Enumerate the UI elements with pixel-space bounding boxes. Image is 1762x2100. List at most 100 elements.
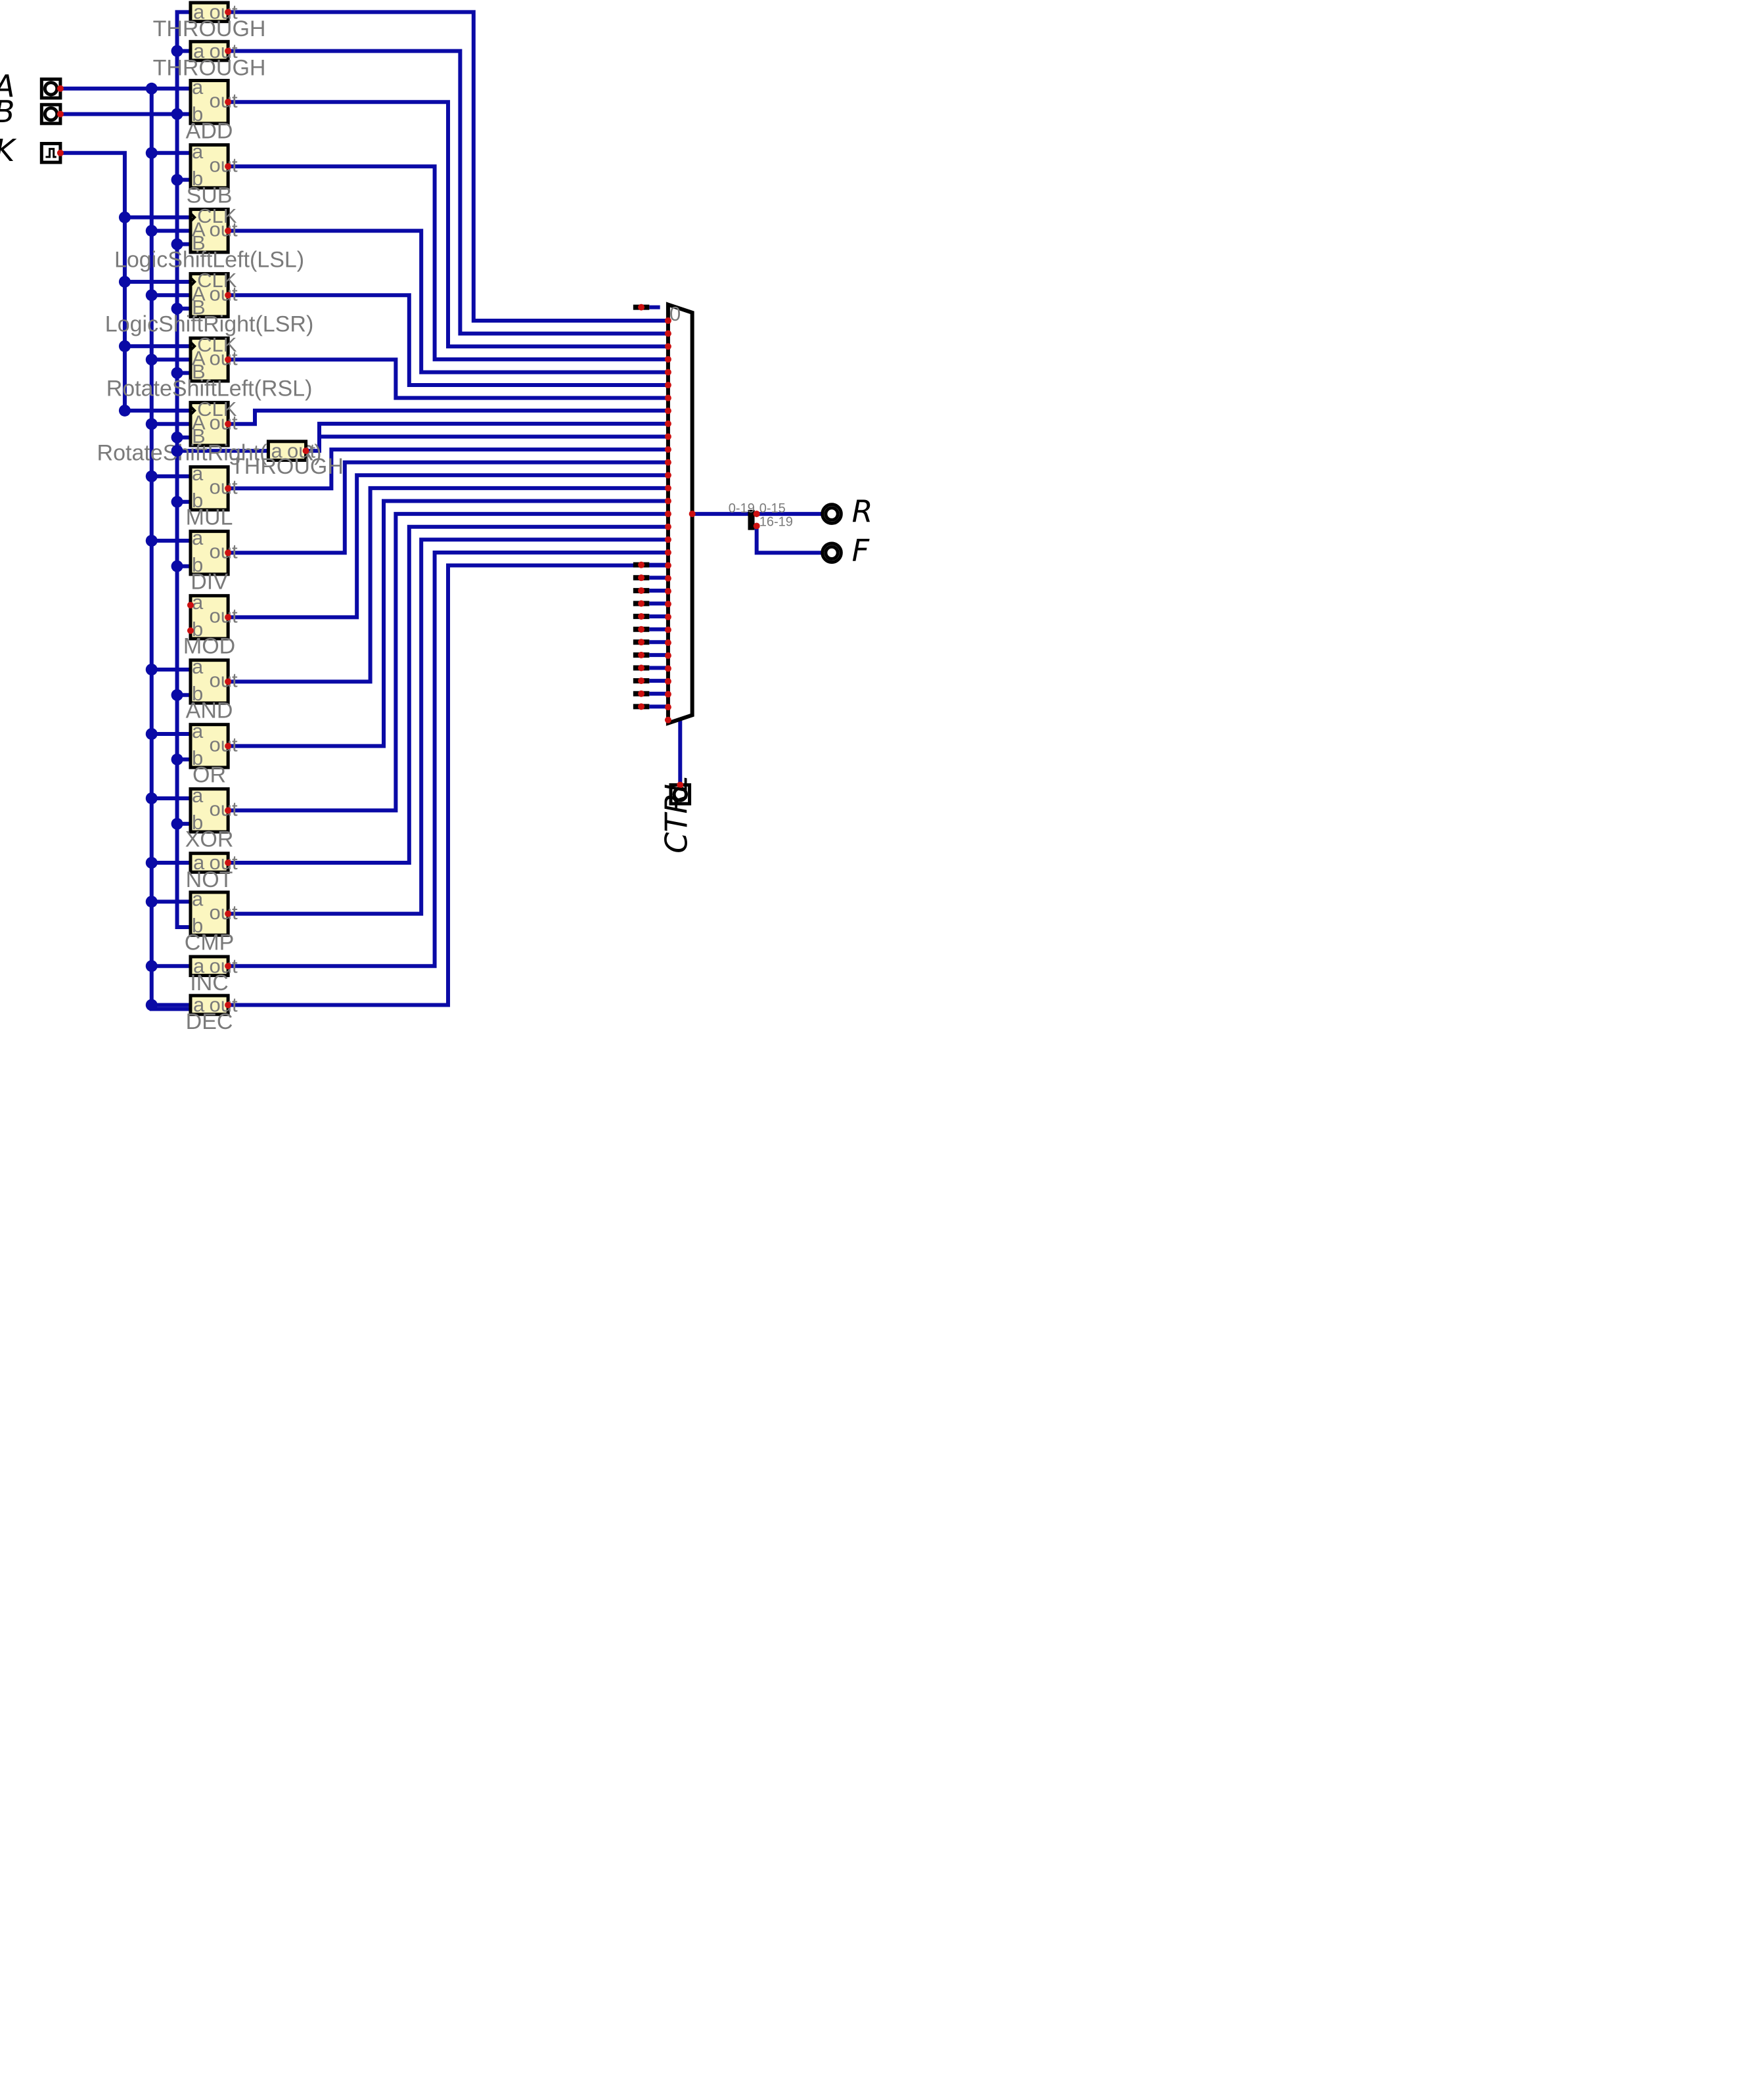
component-label: LogicShiftRight(LSR) (105, 311, 313, 336)
pin-dot (225, 614, 232, 621)
pin-dot (225, 742, 232, 750)
mux-body[interactable] (666, 302, 694, 726)
pin-label-a: a (193, 993, 205, 1016)
component-body (189, 723, 230, 769)
pin-dot (664, 446, 671, 453)
junction-dot (171, 302, 183, 315)
input-a[interactable]: A (0, 68, 64, 104)
wire-a-bus (149, 88, 191, 1011)
clock-marker (189, 341, 196, 352)
pin-label-b: b (192, 167, 203, 190)
pin-label-b: b (192, 811, 203, 834)
pin-dot (638, 703, 645, 710)
junction-dot (145, 534, 158, 547)
junction-dot (145, 960, 158, 972)
pin-label-B: B (192, 231, 206, 254)
pin-dot (664, 472, 671, 479)
junctions (118, 45, 183, 1011)
splitter-label-out-low: 0-15 (759, 501, 786, 516)
component-label: RotateShiftLeft(RSL) (106, 376, 313, 401)
pin-label-b: b (192, 489, 203, 512)
wires (60, 10, 823, 1011)
junction-dot (118, 211, 131, 223)
component-label: MOD (183, 633, 235, 658)
clock-marker (189, 212, 196, 223)
wire-out-add (228, 100, 668, 349)
junction-dot (171, 495, 183, 508)
input-circle-icon (43, 81, 59, 97)
junction-dot (171, 108, 183, 120)
input-ctrl[interactable]: CTRL (659, 776, 694, 854)
input-circle-icon (43, 106, 59, 122)
component-label: MUL (186, 505, 233, 530)
pin-label-A: A (192, 282, 206, 305)
pin-dot (664, 369, 671, 376)
pin-label-b: b (192, 682, 203, 705)
pin-label-out: out (287, 439, 315, 462)
pin-dot (638, 561, 645, 568)
pin-dot (664, 420, 671, 427)
pin-dot (664, 601, 671, 608)
pin-dot (225, 47, 232, 55)
pin-dot (638, 651, 645, 658)
pin-label-out: out (210, 669, 238, 692)
wire-out-cmp (228, 537, 668, 916)
pin-label-A: A (192, 411, 206, 434)
pin-dot (56, 110, 64, 118)
pin-dot (753, 522, 760, 530)
input-clk[interactable]: CLK (0, 133, 64, 168)
pin-label-a: a (271, 439, 282, 462)
pin-label-a: a (193, 954, 205, 977)
pin-label-B: B (192, 296, 206, 319)
pin-label-clk: CLK (197, 269, 237, 292)
pin-dot (664, 355, 671, 363)
pin-dot (225, 292, 232, 299)
pin-label-out: out (210, 1, 238, 24)
pin-label-a: a (192, 719, 204, 742)
pin-label-B: B (192, 360, 206, 383)
pin-dot (302, 447, 309, 455)
pin-label-a: a (192, 462, 204, 485)
component-label: DEC (186, 1009, 233, 1034)
output-f[interactable]: F (821, 533, 870, 568)
pin-label-a: a (192, 655, 204, 678)
input-label-a: A (0, 68, 14, 104)
pin-dot (225, 963, 232, 970)
output-r[interactable]: R (821, 493, 873, 529)
pin-label-out: out (210, 901, 238, 924)
junction-dot (171, 689, 183, 701)
pin-dot (638, 626, 645, 633)
component-label: ADD (186, 118, 233, 143)
output-inner-ring (824, 545, 840, 560)
pin-dot (225, 163, 232, 170)
component-label: CMP (185, 930, 235, 955)
pin-dot (677, 781, 684, 788)
pin-label-b: b (192, 103, 203, 126)
input-b[interactable]: B (0, 94, 64, 129)
pin-dot (225, 9, 232, 16)
pin-dot (638, 613, 645, 620)
component-label: LogicShiftLeft(LSL) (114, 247, 304, 272)
pin-label-a: a (192, 591, 204, 614)
